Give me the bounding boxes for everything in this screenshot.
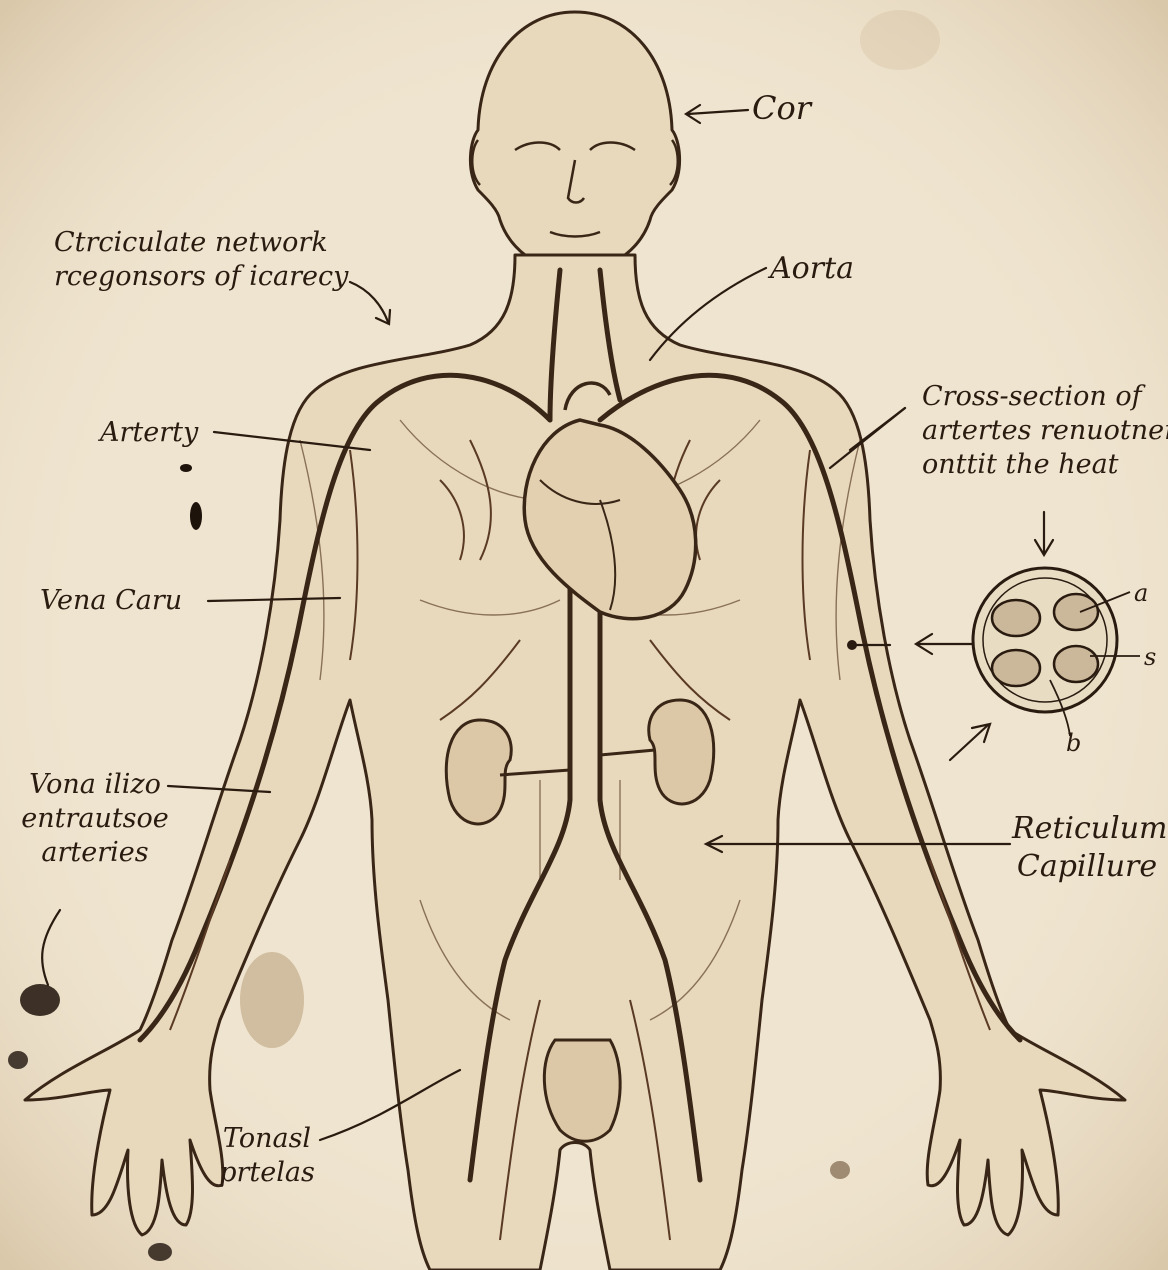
label-circulate-line1: Ctrciculate network (54, 226, 348, 260)
label-circulate-line2: rcegonsors of icarecy (54, 260, 348, 294)
label-cs-a-text: a (1134, 578, 1148, 608)
label-cs-s-text: s (1144, 642, 1156, 672)
label-vena-cava: Vena Caru (40, 584, 182, 618)
label-cs-b: b (1066, 728, 1081, 758)
label-aorta: Aorta (770, 250, 854, 288)
ink-blot (148, 1243, 172, 1261)
label-arterty-text: Arterty (100, 416, 198, 450)
label-tonasl: Tonasl prtelas (212, 1122, 322, 1190)
label-reticulum: Reticulum Capillure (1012, 810, 1162, 885)
paper-stain (240, 952, 304, 1048)
label-vona-line2: entrautsoe (20, 802, 170, 836)
label-cor: Cor (752, 88, 811, 128)
label-cs-b-text: b (1066, 728, 1081, 758)
label-circulate: Ctrciculate network rcegonsors of icarec… (54, 226, 348, 294)
label-vena-cava-text: Vena Caru (40, 584, 182, 618)
label-vona: Vona ilizo entrautsoe arteries (20, 768, 170, 869)
label-vona-line1: Vona ilizo (20, 768, 170, 802)
label-tonasl-line1: Tonasl (212, 1122, 322, 1156)
ink-blot (830, 1161, 850, 1179)
label-cross-section-line3: onttit the heat (922, 448, 1168, 482)
label-cor-text: Cor (752, 88, 811, 128)
label-aorta-text: Aorta (770, 250, 854, 288)
label-arterty: Arterty (100, 416, 198, 450)
ink-blot (8, 1051, 28, 1069)
label-cross-section-line1: Cross-section of (922, 380, 1168, 414)
label-vona-line3: arteries (20, 836, 170, 870)
ink-blot (20, 984, 60, 1016)
label-cs-a: a (1134, 578, 1148, 608)
label-reticulum-line1: Reticulum (1012, 810, 1162, 848)
ink-blot (180, 464, 192, 472)
label-cross-section: Cross-section of artertes renuotnen ontt… (922, 380, 1168, 481)
label-cross-section-line2: artertes renuotnen (922, 414, 1168, 448)
label-cs-s: s (1144, 642, 1156, 672)
label-tonasl-line2: prtelas (212, 1156, 322, 1190)
ink-blot (190, 502, 202, 530)
label-reticulum-line2: Capillure (1012, 848, 1162, 886)
paper-stain (860, 10, 940, 70)
